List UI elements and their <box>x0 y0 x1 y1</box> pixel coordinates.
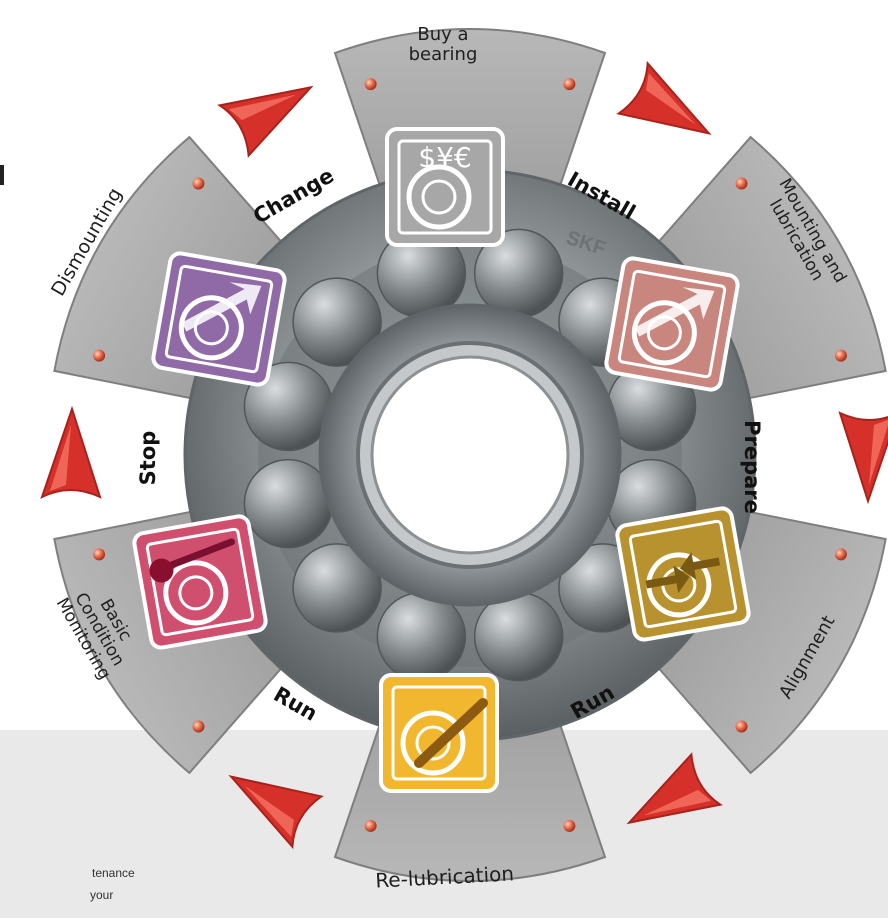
cycle-dot <box>192 720 205 733</box>
phase-label: Prepare <box>740 420 764 514</box>
cycle-dot <box>735 177 748 190</box>
thermometer-stem <box>159 538 236 572</box>
arrow-highlight <box>646 73 696 125</box>
cycle-dot <box>93 548 106 561</box>
edge-marker <box>0 165 4 185</box>
thermometer-bulb <box>149 558 174 583</box>
icon-frame <box>145 527 255 637</box>
bearing-glyph-inner <box>415 725 451 761</box>
icon-frame <box>617 269 727 379</box>
cycle-arrow <box>217 85 314 158</box>
cycle-dot <box>735 720 748 733</box>
arrow-head <box>40 405 102 499</box>
direction-arrow <box>634 287 715 337</box>
bearing-glyph-inner <box>421 179 457 215</box>
bearing-glyph <box>406 164 472 230</box>
footer-text-line-1: tenance <box>92 866 135 880</box>
icon-frame <box>397 139 493 235</box>
icon-tile <box>132 514 268 650</box>
arrow-left <box>679 552 721 580</box>
currency-bearing-icon[interactable]: $¥€ <box>385 127 505 247</box>
bearing-glyph <box>646 552 712 618</box>
footer-text: tenance your <box>90 862 135 906</box>
cycle-arrow <box>40 405 102 499</box>
arrow-highlight <box>50 425 71 491</box>
arrow-highlight <box>228 94 297 121</box>
arrow-highlight <box>244 785 294 837</box>
cycle-arrow <box>616 60 712 135</box>
bearing-glyph <box>400 710 466 776</box>
cycle-dot <box>563 78 576 91</box>
thermometer-icon[interactable] <box>132 514 268 650</box>
arrow-head <box>626 752 723 825</box>
direction-arrow <box>181 282 262 332</box>
cycle-dot <box>834 548 847 561</box>
bore-hole <box>370 355 570 555</box>
arrow-head <box>616 60 712 135</box>
bearing-ball <box>292 277 382 367</box>
currency-symbols: $¥€ <box>418 141 471 174</box>
bearing-ball <box>243 458 334 549</box>
bearing-ball <box>473 591 564 682</box>
footer-text-line-2: your <box>90 888 114 902</box>
cycle-dot <box>563 819 576 832</box>
icon-frame <box>628 519 738 629</box>
cycle-dot <box>364 819 377 832</box>
alignment-arrows-icon[interactable] <box>615 506 751 642</box>
cycle-dot <box>93 349 106 362</box>
cycle-dot <box>192 177 205 190</box>
arrow-right <box>645 565 690 594</box>
cycle-arrow <box>228 775 324 850</box>
stage-label-line: Buy a <box>417 24 468 45</box>
cycle-dot <box>834 349 847 362</box>
icon-frame <box>164 264 274 374</box>
bearing-glyph-inner <box>178 575 214 611</box>
mounting-arrow-icon[interactable] <box>604 256 740 392</box>
arrow-head <box>217 85 314 158</box>
cycle-arrow <box>626 752 723 825</box>
bearing-ball <box>376 591 467 682</box>
arrow-highlight <box>869 419 888 485</box>
arrow-highlight <box>643 789 712 816</box>
cycle-dot <box>364 78 377 91</box>
stage-label-line: bearing <box>409 44 478 65</box>
bearing-glyph <box>163 560 229 626</box>
arrow-head <box>228 775 324 850</box>
grease-nozzle <box>414 698 488 768</box>
phase-label: Stop <box>136 431 160 486</box>
grease-gun-icon[interactable] <box>379 673 499 793</box>
icon-frame <box>391 685 487 781</box>
cycle-arrow <box>838 411 888 505</box>
bearing-ball <box>292 543 382 633</box>
dismounting-arrow-icon[interactable] <box>151 251 287 387</box>
